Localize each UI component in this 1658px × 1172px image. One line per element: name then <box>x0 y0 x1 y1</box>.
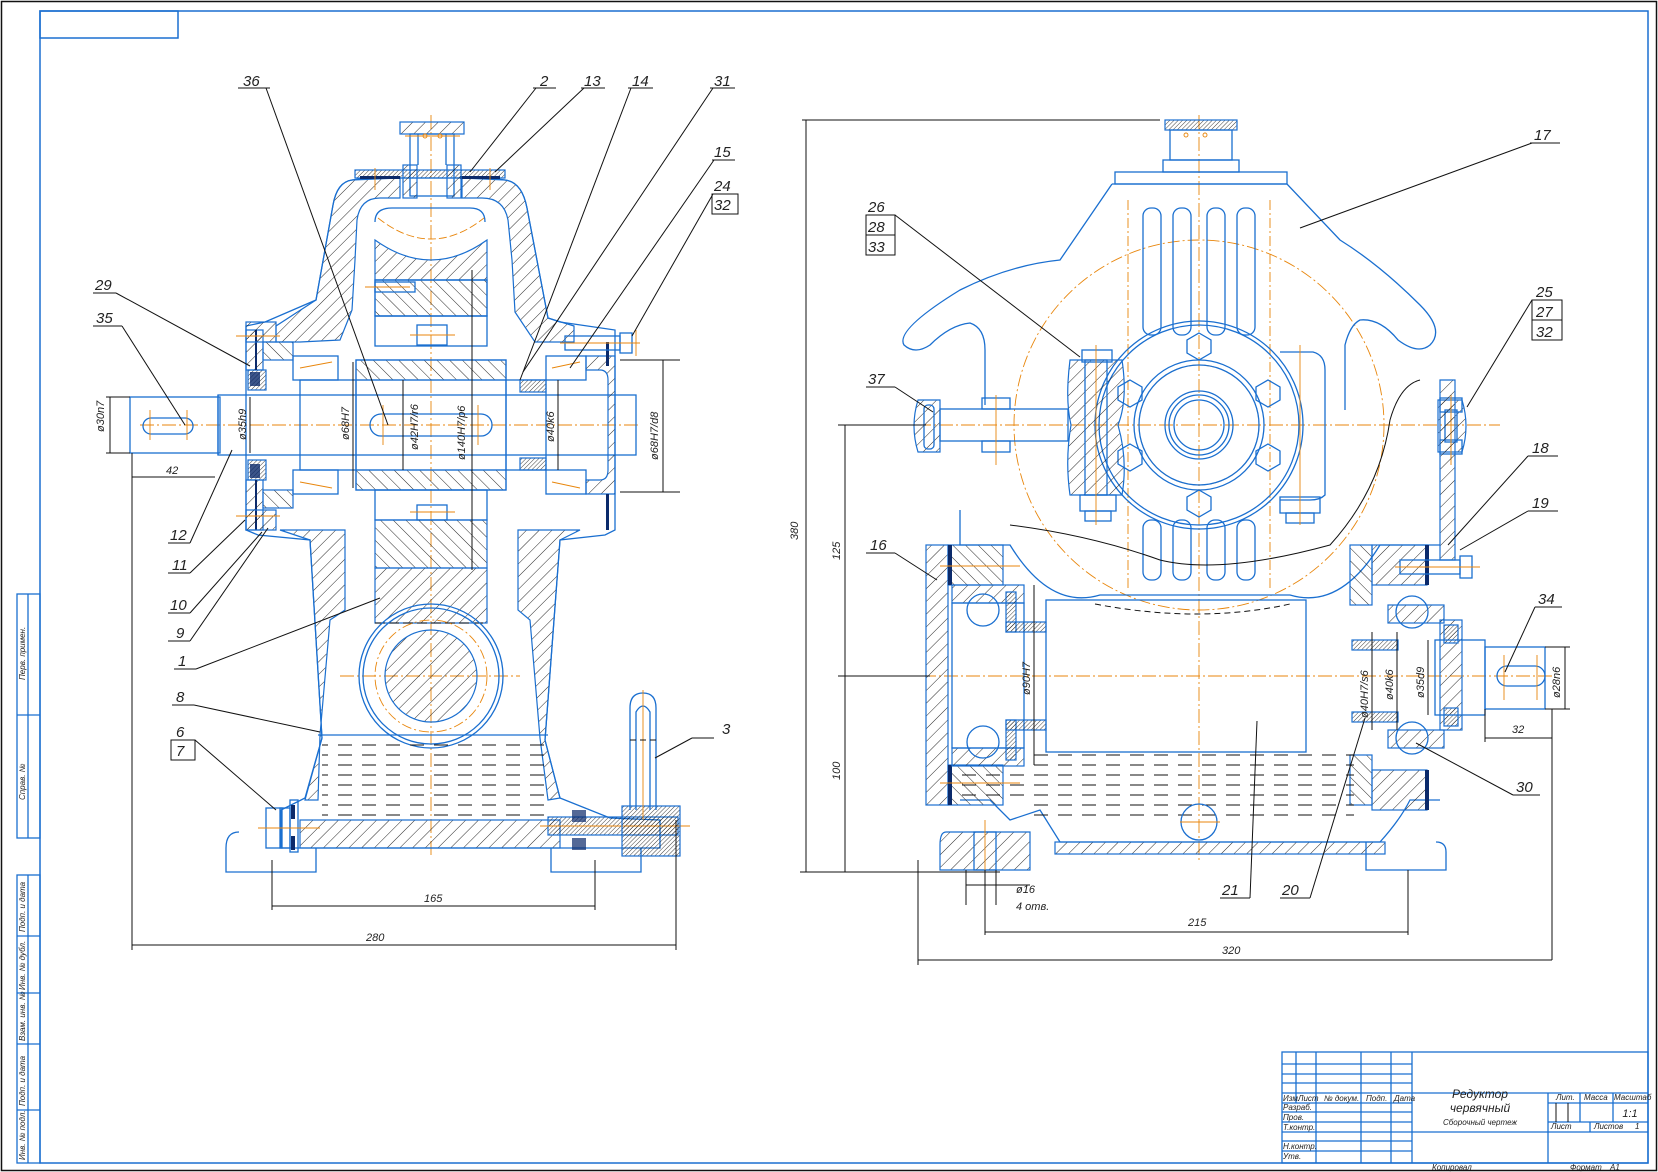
dim-hub-42: ø42H7/r6 <box>409 403 421 450</box>
right-view-leaders <box>865 142 1563 899</box>
dim-cup-68: ø68H7/d8 <box>649 411 661 460</box>
dim-shaft-40: ø40k6 <box>545 411 557 442</box>
leader-32b: 32 <box>1536 324 1553 341</box>
drawing-title-line2: червячный <box>1450 1101 1511 1115</box>
drawing-title-line1: Редуктор <box>1452 1087 1508 1101</box>
stamp-repl-inv: Взам. инв. № <box>18 991 27 1041</box>
leader-30: 30 <box>1516 779 1533 796</box>
dim-length-42: 42 <box>166 465 178 477</box>
drawing-subtitle: Сборочный чертеж <box>1443 1118 1517 1127</box>
tb-lit-label: Лит. <box>1555 1093 1575 1102</box>
left-view-dimensions <box>106 270 680 950</box>
leader-35: 35 <box>96 310 113 327</box>
leader-2: 2 <box>539 73 549 90</box>
right-view-dimensions <box>800 119 1570 965</box>
stamp-ref-no: Справ. № <box>18 763 27 800</box>
tb-header-change: Изм. <box>1283 1094 1300 1103</box>
dim-length-280: 280 <box>365 932 385 944</box>
tb-header-sign: Подп. <box>1366 1094 1387 1103</box>
leader-3: 3 <box>722 721 731 738</box>
leader-9: 9 <box>176 625 185 642</box>
leader-24: 24 <box>713 178 731 195</box>
tb-sheets-value: 1 <box>1635 1122 1639 1131</box>
dim-height-380: 380 <box>789 521 801 540</box>
dim-shaft-28n6: ø28n6 <box>1551 666 1563 698</box>
tb-header-docno: № докум. <box>1324 1094 1359 1103</box>
tb-scale-label: Масштаб <box>1614 1093 1652 1102</box>
dim-shaft-35d9: ø35d9 <box>1415 667 1427 698</box>
leader-26: 26 <box>867 199 885 216</box>
top-left-stamp-box <box>39 10 179 39</box>
leader-36: 36 <box>243 73 260 90</box>
leader-37: 37 <box>868 371 885 388</box>
dim-length-32: 32 <box>1512 724 1524 736</box>
tb-header-sheet: Лист <box>1297 1094 1319 1103</box>
side-stamp: Перв. примен. Справ. № Подп. и дата Инв.… <box>16 593 41 1164</box>
dim-length-215: 215 <box>1187 917 1207 929</box>
leader-33: 33 <box>868 239 885 256</box>
dim-hole-16: ø16 <box>1016 884 1036 896</box>
title-block: Изм. Лист № докум. Подп. Дата Разраб. Пр… <box>1281 1051 1652 1172</box>
tb-sheets-label: Листов <box>1593 1122 1623 1131</box>
tb-role-developer: Разраб. <box>1283 1103 1312 1112</box>
tb-scale-value: 1:1 <box>1622 1108 1637 1120</box>
leader-15: 15 <box>714 144 731 161</box>
dim-height-125: 125 <box>831 541 843 560</box>
leader-31: 31 <box>714 73 731 90</box>
leader-16: 16 <box>870 537 887 554</box>
leader-29: 29 <box>94 277 112 294</box>
dim-length-165: 165 <box>424 893 443 905</box>
dim-shaft-35: ø35h9 <box>237 409 249 440</box>
dim-shaft-40k6: ø40k6 <box>1384 669 1396 700</box>
stamp-dup-inv: Инв. № дубл. <box>18 941 27 990</box>
tb-mass-label: Масса <box>1584 1093 1608 1102</box>
dim-rim-140: ø140H7/p6 <box>456 405 468 460</box>
right-side-view: 380 125 100 ø90H7 ø40H7/s6 ø40k6 ø35d9 ø… <box>789 115 1570 965</box>
dim-shaft-30: ø30n7 <box>95 400 107 432</box>
dim-fit-40s6: ø40H7/s6 <box>1359 669 1371 718</box>
leader-6: 6 <box>176 724 185 741</box>
leader-1: 1 <box>178 653 186 670</box>
leader-21: 21 <box>1221 882 1239 899</box>
dim-bore-68: ø68H7 <box>340 406 352 440</box>
leader-32: 32 <box>714 197 731 214</box>
stamp-first-use: Перв. примен. <box>18 627 27 680</box>
dim-hole-count: 4 отв. <box>1016 901 1049 913</box>
leader-25: 25 <box>1535 284 1553 301</box>
left-section-view: ø30n7 ø35h9 ø68H7 ø42H7/r6 ø140H7/p6 ø40… <box>93 73 739 950</box>
tb-header-date: Дата <box>1393 1094 1416 1103</box>
left-view-leaders <box>93 87 739 811</box>
tb-role-approver: Утв. <box>1282 1152 1301 1161</box>
leader-13: 13 <box>584 73 601 90</box>
tb-sheet-label: Лист <box>1550 1122 1572 1131</box>
stamp-orig-inv: Инв. № подл. <box>18 1110 27 1160</box>
leader-7: 7 <box>176 743 185 760</box>
dim-bore-90: ø90H7 <box>1021 661 1033 695</box>
leader-20: 20 <box>1281 882 1299 899</box>
leader-12: 12 <box>170 527 187 544</box>
leader-34: 34 <box>1538 591 1555 608</box>
leader-28: 28 <box>867 219 885 236</box>
stamp-sign-date-2: Подп. и дата <box>18 1055 27 1106</box>
leader-17: 17 <box>1534 127 1551 144</box>
tb-format-value: A1 <box>1609 1163 1620 1172</box>
leader-19: 19 <box>1532 495 1549 512</box>
leader-10: 10 <box>170 597 187 614</box>
tb-role-tech-control: Т.контр. <box>1283 1123 1315 1132</box>
dim-length-320: 320 <box>1222 945 1241 957</box>
leader-18: 18 <box>1532 440 1549 457</box>
tb-format-label: Формат <box>1570 1163 1602 1172</box>
leader-8: 8 <box>176 689 185 706</box>
tb-copied-label: Копировал <box>1432 1163 1472 1172</box>
tb-role-checker: Пров. <box>1283 1113 1304 1122</box>
leader-11: 11 <box>172 557 188 574</box>
leader-14: 14 <box>632 73 649 90</box>
tb-role-norm-control: Н.контр. <box>1283 1142 1317 1151</box>
stamp-sign-date-1: Подп. и дата <box>18 881 27 932</box>
leader-27: 27 <box>1535 304 1553 321</box>
dim-height-100: 100 <box>831 761 843 780</box>
